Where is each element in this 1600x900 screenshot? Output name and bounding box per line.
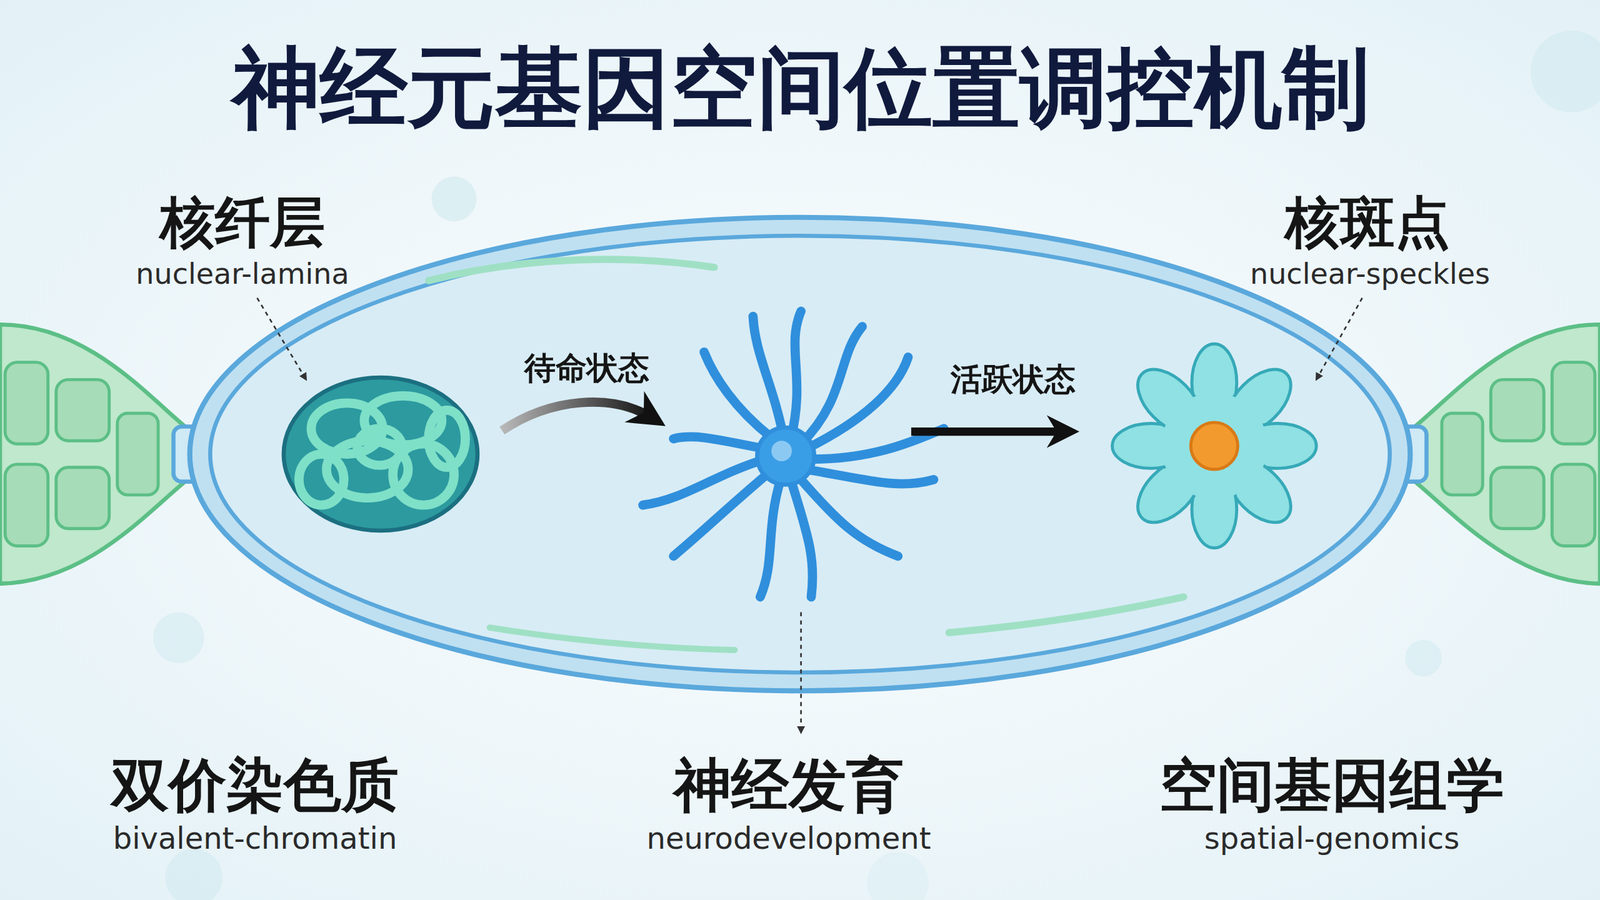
knot-loop	[356, 428, 402, 466]
cell-compartment	[1551, 464, 1595, 547]
leader-line	[256, 298, 306, 380]
cell-body	[0, 324, 194, 584]
part-name: 核斑点	[1285, 190, 1450, 254]
keyword: 空间基因组学	[1159, 752, 1505, 819]
chromatin-knot	[283, 377, 478, 531]
dendrite	[760, 479, 781, 597]
dendrite	[643, 459, 766, 505]
keyword-en: neurodevelopment	[646, 821, 931, 856]
cell-body	[1406, 324, 1600, 584]
part-name-en: nuclear-lamina	[135, 257, 349, 291]
knot-loop	[298, 454, 344, 506]
nuclear-envelope	[190, 217, 1411, 692]
dendrite	[790, 311, 801, 439]
speckle-petals	[1112, 343, 1317, 549]
speckle-center	[1190, 422, 1238, 470]
nuclear-interior	[210, 235, 1390, 673]
nuclear-speckle	[1112, 343, 1317, 549]
keyword-en: spatial-genomics	[1204, 821, 1460, 856]
title: 神经元基因空间位置调控机制	[232, 37, 1370, 139]
right-cell	[1406, 324, 1600, 584]
cell-compartment	[1551, 362, 1595, 445]
speckle-core	[1161, 393, 1268, 500]
cell-compartment	[5, 464, 49, 547]
cell-compartment	[1490, 467, 1544, 529]
process-arrow	[501, 402, 654, 431]
process-arrow	[911, 427, 1067, 436]
bubble	[867, 851, 929, 900]
knot-loops	[298, 395, 465, 505]
cell-compartment	[56, 379, 110, 441]
cell-compartment	[117, 413, 159, 495]
part-name-en: nuclear-speckles	[1250, 257, 1490, 291]
dendrite	[790, 479, 813, 597]
bubble	[165, 848, 222, 900]
dendrite	[704, 351, 771, 437]
left-cell	[0, 324, 194, 584]
dendrite	[673, 436, 766, 450]
cell-compartment	[5, 362, 49, 445]
keyword: 双价染色质	[111, 752, 399, 819]
lamina-patch	[428, 259, 715, 281]
keyword: 神经发育	[673, 752, 904, 819]
keyword-en: bivalent-chromatin	[113, 821, 398, 856]
leader-line	[1316, 298, 1362, 380]
soma	[756, 427, 814, 485]
knot-body	[283, 377, 478, 531]
state-label: 待命状态	[524, 350, 650, 387]
dendrite	[673, 471, 771, 557]
nucleus	[173, 217, 1427, 692]
state-label: 活跃状态	[950, 361, 1076, 399]
bubble	[153, 612, 205, 664]
bubble	[431, 176, 477, 222]
dendrite	[801, 479, 899, 556]
dendrite	[806, 469, 934, 484]
lamina-patch	[948, 596, 1184, 633]
leader-line	[800, 612, 802, 734]
neuron	[643, 311, 945, 597]
cell-compartment	[1490, 379, 1544, 441]
bubble	[1530, 30, 1600, 113]
part-name: 核纤层	[160, 190, 325, 254]
cell-compartment	[1441, 413, 1483, 495]
bubble	[1405, 640, 1442, 677]
cell-compartment	[56, 467, 110, 529]
knot-loop	[428, 410, 466, 467]
lamina-patch	[490, 627, 735, 650]
soma-highlight	[771, 440, 792, 462]
dendrite	[806, 356, 909, 449]
